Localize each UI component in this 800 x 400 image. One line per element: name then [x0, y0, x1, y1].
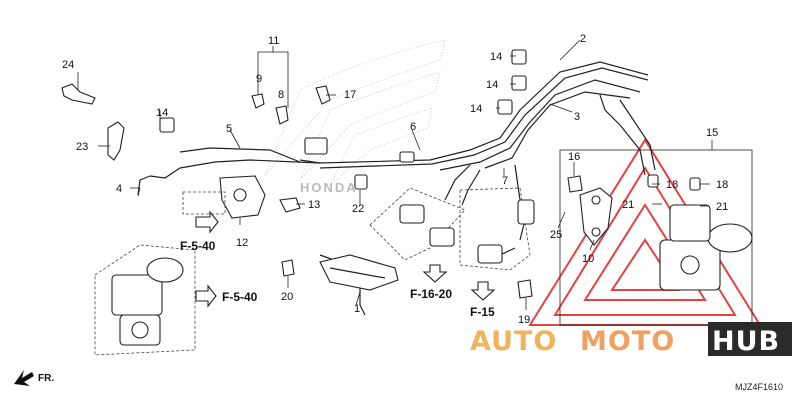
part-label-6: 6: [410, 121, 416, 133]
front-arrow-icon: [14, 370, 34, 386]
joint-blocks: [399, 199, 535, 264]
part-label-3: 3: [574, 111, 580, 123]
watermark-logo: AUTO MOTO HUB: [470, 322, 792, 357]
ref-f540-top: F-5-40: [180, 239, 216, 253]
part-label-17: 17: [344, 89, 356, 101]
bracket-23: [61, 83, 125, 161]
part-label-25: 25: [550, 229, 562, 241]
abs-modulator-left: [111, 257, 184, 346]
ref-f1620: F-16-20: [410, 287, 452, 301]
part-label-1: 1: [354, 303, 360, 315]
part-label-20: 20: [281, 291, 293, 303]
part-label-24: 24: [62, 59, 74, 71]
part-label-4: 4: [116, 183, 122, 195]
leader-lines: [77, 39, 713, 310]
ref-f15: F-15: [470, 305, 495, 319]
part-label-22: 22: [352, 203, 364, 215]
part-label-14d: 14: [470, 103, 482, 115]
part-label-13: 13: [308, 199, 320, 211]
reference-labels: F-5-40 F-5-40 F-16-20 F-15: [180, 239, 495, 319]
watermark-hub-bg: [708, 322, 792, 356]
part-label-23: 23: [76, 141, 88, 153]
part-label-21: 21: [622, 199, 634, 211]
bracket-10: [579, 187, 613, 246]
reference-arrows: [195, 210, 496, 308]
clip-parts: [159, 49, 527, 190]
part-label-18: 18: [666, 179, 678, 191]
part-label-10: 10: [582, 253, 594, 265]
honda-frame-text: HONDA: [300, 180, 358, 195]
part-label-5: 5: [226, 123, 232, 135]
part-label-14b: 14: [490, 51, 502, 63]
part-label-9: 9: [256, 73, 262, 85]
part-label-19: 19: [518, 314, 530, 326]
part-label-2: 2: [580, 33, 586, 45]
honda-wing-logo: [264, 39, 446, 186]
joint-12: [219, 175, 301, 219]
front-label: FR.: [38, 373, 54, 384]
part-label-14: 14: [156, 107, 168, 119]
part-label-18b: 18: [716, 179, 728, 191]
part-labels: 1 2 3 4 5 6 7 8 9 10 11 12 13 14 15 16 1…: [62, 33, 728, 326]
ref-f540-left: F-5-40: [222, 290, 258, 304]
part-label-7: 7: [502, 175, 508, 187]
watermark-text-hub: HUB: [712, 326, 780, 357]
part-label-21b: 21: [716, 201, 728, 213]
watermark-text-auto: AUTO: [470, 326, 557, 357]
part-label-12: 12: [236, 237, 248, 249]
watermark-text-moto: MOTO: [580, 326, 675, 357]
part-label-15: 15: [706, 127, 718, 139]
bracket-1: [319, 254, 399, 291]
abs-modulator-right: [647, 174, 753, 291]
bolts: [251, 85, 583, 299]
diagram-code: MJZ4F1610: [735, 382, 783, 392]
part-label-16: 16: [568, 151, 580, 163]
part-label-14c: 14: [486, 79, 498, 91]
part-label-8: 8: [278, 89, 284, 101]
part-label-11: 11: [268, 35, 279, 47]
